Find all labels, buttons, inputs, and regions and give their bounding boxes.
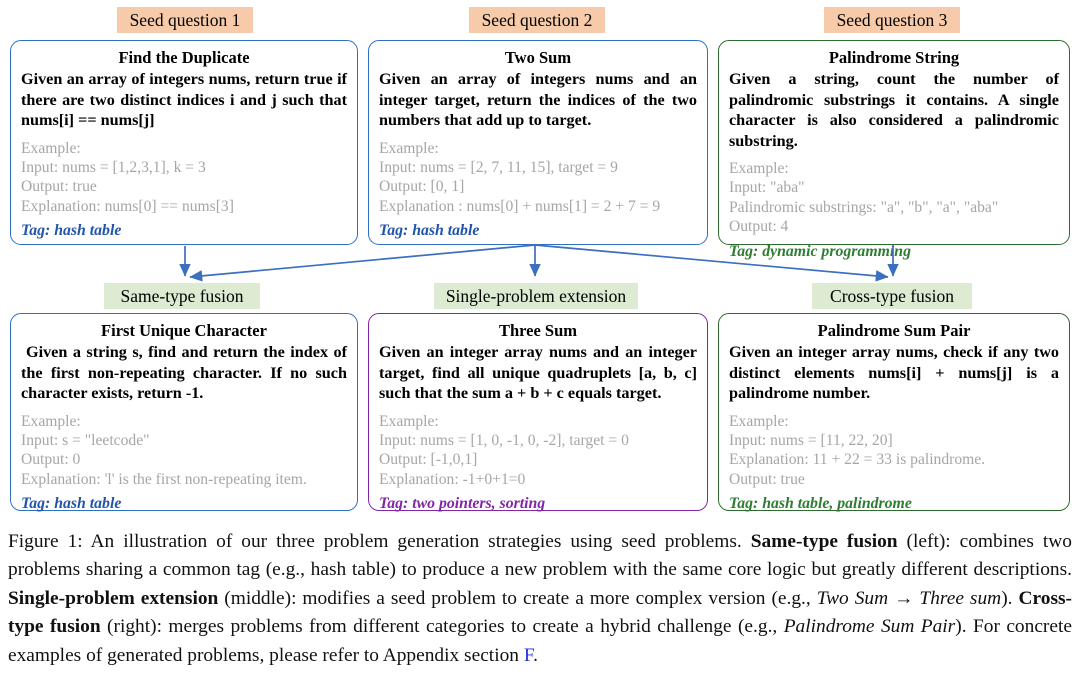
caption-strategy-name: Single-problem extension [8, 587, 219, 609]
example-line: Example: [729, 412, 789, 430]
example-line: Input: nums = [1, 0, -1, 0, -2], target … [379, 431, 629, 449]
caption-text: (middle): modifies a seed problem to cre… [218, 587, 817, 609]
example-line: Explanation : nums[0] + nums[1] = 2 + 7 … [379, 197, 661, 215]
card-two-sum: Two Sum Given an array of integers nums … [368, 40, 708, 245]
card-description: Given an array of integers nums and an i… [379, 70, 697, 129]
example-line: Explanation: -1+0+1=0 [379, 470, 526, 488]
figure-diagram: Seed question 1 Seed question 2 Seed que… [10, 7, 1070, 513]
caption-text: Figure 1: An illustration of our three p… [8, 531, 751, 552]
card-example: Example: Input: s = "leetcode" Output: 0… [21, 412, 347, 490]
caption-example-name: Two Sum → Three sum [816, 587, 1002, 609]
example-line: Explanation: nums[0] == nums[3] [21, 197, 234, 215]
arrow-twosum-to-sametype [189, 244, 536, 282]
card-description: Given a string, count the number of pali… [729, 70, 1059, 150]
card-description: Given an integer array nums, check if an… [729, 343, 1059, 402]
example-line: Input: "aba" [729, 179, 805, 197]
chip-seed-question-3: Seed question 3 [824, 7, 960, 33]
card-tag: Tag: hash table [21, 495, 122, 513]
figure-caption: Figure 1: An illustration of our three p… [8, 528, 1072, 670]
example-line: Output: [-1,0,1] [379, 451, 478, 469]
card-tag: Tag: hash table [379, 222, 480, 240]
example-line: Input: nums = [11, 22, 20] [729, 431, 893, 449]
caption-text: ). For concrete examples of generated pr… [8, 616, 1072, 666]
card-tag: Tag: dynamic programming [729, 242, 911, 260]
card-three-sum: Three Sum Given an integer array nums an… [368, 313, 708, 513]
chip-strategy-same-type-fusion: Same-type fusion [104, 283, 260, 309]
card-description: Given a string s, find and return the in… [21, 343, 347, 402]
card-example: Example: Input: nums = [11, 22, 20] Expl… [729, 412, 1059, 490]
example-line: Palindromic substrings: "a", "b", "a", "… [729, 198, 999, 216]
example-line: Explanation: 'l' is the first non-repeat… [21, 470, 307, 488]
card-title: Palindrome String [828, 48, 960, 67]
chip-strategy-cross-type-fusion: Cross-type fusion [812, 283, 972, 309]
card-example: Example: Input: nums = [1, 0, -1, 0, -2]… [379, 412, 697, 490]
example-line: Input: s = "leetcode" [21, 431, 150, 449]
example-line: Example: [21, 412, 81, 430]
card-palindrome-sum-pair: Palindrome Sum Pair Given an integer arr… [718, 313, 1070, 513]
card-example: Example: Input: nums = [1,2,3,1], k = 3 … [21, 139, 347, 217]
appendix-reference-link[interactable]: F [523, 644, 534, 666]
caption-text: (left): combines two problems sharing a … [8, 531, 1072, 581]
example-line: Input: nums = [2, 7, 11, 15], target = 9 [379, 158, 618, 176]
card-tag: Tag: hash table, palindrome [729, 495, 912, 513]
example-line: Output: 4 [729, 218, 789, 236]
card-description: Given an integer array nums and an integ… [379, 343, 697, 402]
card-find-the-duplicate: Find the Duplicate Given an array of int… [10, 40, 358, 245]
caption-text: (right): merges problems from different … [100, 616, 784, 638]
card-title: Find the Duplicate [118, 48, 250, 67]
card-tag: Tag: two pointers, sorting [379, 495, 546, 513]
card-description: Given an array of integers nums, return … [21, 70, 347, 129]
card-title: Three Sum [498, 321, 578, 340]
caption-strategy-name: Same-type fusion [750, 531, 898, 552]
caption-text: . [533, 644, 538, 666]
caption-text: ). [1001, 587, 1019, 609]
example-line: Output: true [21, 178, 97, 196]
card-example: Example: Input: nums = [2, 7, 11, 15], t… [379, 139, 697, 217]
caption-strategy-name: Cross-type fusion [8, 587, 1072, 638]
card-title: Two Sum [504, 48, 572, 67]
example-line: Example: [729, 160, 789, 177]
chip-seed-question-1: Seed question 1 [117, 7, 253, 33]
example-line: Example: [379, 412, 439, 430]
card-first-unique-character: First Unique Character Given a string s,… [10, 313, 358, 513]
card-palindrome-string: Palindrome String Given a string, count … [718, 40, 1070, 260]
caption-example-name: Palindrome Sum Pair [783, 616, 956, 638]
card-tag: Tag: hash table [21, 222, 122, 240]
example-line: Output: true [729, 470, 805, 488]
example-line: Input: nums = [1,2,3,1], k = 3 [21, 158, 206, 176]
example-line: Example: [21, 139, 81, 157]
example-line: Example: [379, 139, 439, 157]
chip-strategy-single-problem-extension: Single-problem extension [434, 283, 638, 309]
card-example: Example: Input: "aba" Palindromic substr… [729, 159, 1059, 237]
example-line: Output: 0 [21, 451, 81, 469]
example-line: Output: [0, 1] [379, 178, 465, 196]
example-line: Explanation: 11 + 22 = 33 is palindrome. [729, 451, 986, 469]
card-title: First Unique Character [101, 321, 267, 340]
chip-seed-question-2: Seed question 2 [469, 7, 605, 33]
card-title: Palindrome Sum Pair [817, 321, 971, 340]
